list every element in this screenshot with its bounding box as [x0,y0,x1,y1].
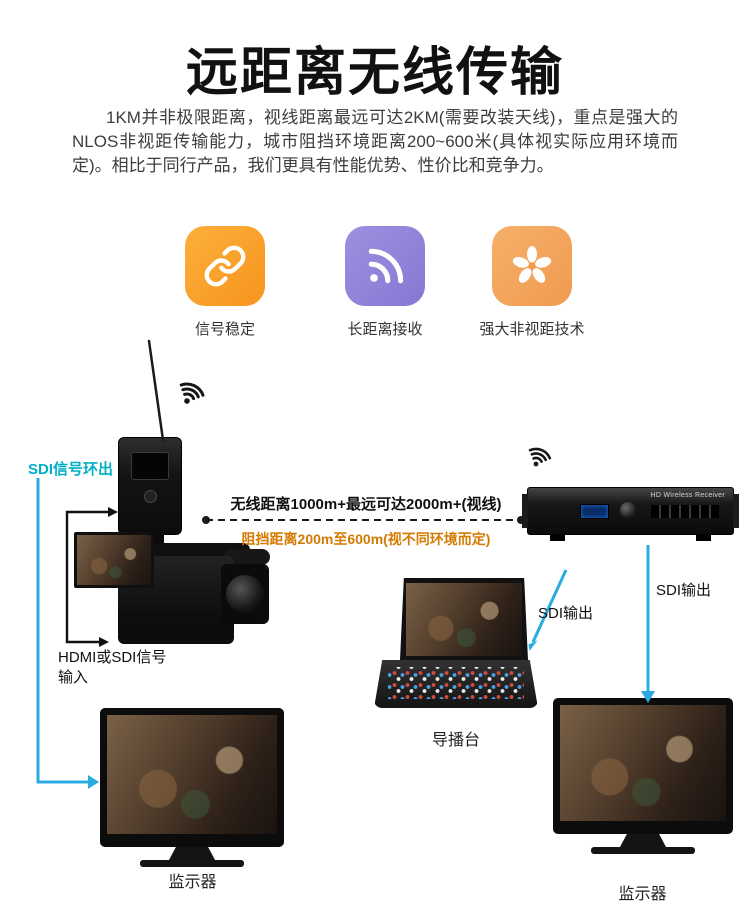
feature-label: 强大非视距技术 [479,321,585,338]
feature-signal-stable: 信号稳定 [165,226,285,339]
receiver-rack-ear [733,494,739,528]
monitor-screen-image [560,705,726,821]
monitor-base [591,847,695,854]
feature-nlos: 强大非视距技术 [472,226,592,339]
wireless-transmitter-device [118,437,182,543]
wireless-dashed-link [202,516,525,524]
receiver-display [580,504,609,519]
camera-lens-hood [221,564,269,624]
chain-link-icon [185,226,265,306]
antenna-icon [147,339,165,442]
monitor-stand [169,847,215,860]
switcher-screen [400,578,528,660]
arrowhead-down-left [528,640,538,651]
wifi-icon-transmitter [179,382,205,404]
receiver-foot [550,534,565,541]
arrowhead-right [88,775,99,789]
transmitter-button [144,490,157,503]
camera-lens [226,575,264,613]
switcher-screen-image [406,583,522,656]
switcher-control-panel [374,660,538,708]
feature-label: 长距离接收 [347,321,423,338]
monitor-stand [620,834,666,847]
receiver-model-label: HD Wireless Receiver [650,492,725,499]
camera-lcd-screen [74,532,154,588]
monitor-screen-image [107,715,277,834]
flower-icon [492,226,572,306]
rss-icon [345,226,425,306]
camera-handle [128,543,250,557]
sdi-output-label-mid: SDI输出 [538,605,594,622]
monitor-frame [553,698,733,834]
arrowhead-right [99,637,109,647]
sdi-output-label-right: SDI输出 [656,582,712,599]
sdi-output-arrow-right [641,545,655,703]
blocked-distance-text: 阻挡距离200m至600m(视不同环境而定) [241,531,491,547]
sdi-loop-label: SDI信号环出 [28,461,114,478]
wireless-distance-text: 无线距离1000m+最远可达2000m+(视线) [230,496,502,513]
feature-label: 信号稳定 [194,321,255,338]
transmitter-screen [131,452,169,480]
description-text: 1KM并非极限距离，视线距离最远可达2KM(需要改装天线)，重点是强大的NLOS… [72,108,678,176]
monitor-caption-left: 监示器 [168,874,217,891]
receiver-ports [651,505,719,518]
receiver-knob [620,502,636,518]
monitor-frame [100,708,284,847]
page-title: 远距离无线传输 [185,44,564,102]
monitor-right [553,698,733,854]
receiver-foot [696,534,711,541]
hdmi-input-label: HDMI或SDI信号输入 [58,649,167,687]
switcher-buttons [388,667,524,699]
sdi-loop-arrow [36,478,99,789]
wireless-receiver-device: HD Wireless Receiver [522,487,739,541]
monitor-left [100,708,284,867]
receiver-rack-ear [522,494,528,528]
monitor-base [140,860,244,867]
camera-microphone [224,549,270,565]
feature-long-range: 长距离接收 [325,226,445,339]
monitor-caption-right: 监示器 [618,886,667,903]
switcher-caption: 导播台 [431,732,480,749]
wifi-icon-receiver [528,447,552,467]
camera-lcd-image [77,535,151,585]
arrowhead-right [108,507,118,517]
